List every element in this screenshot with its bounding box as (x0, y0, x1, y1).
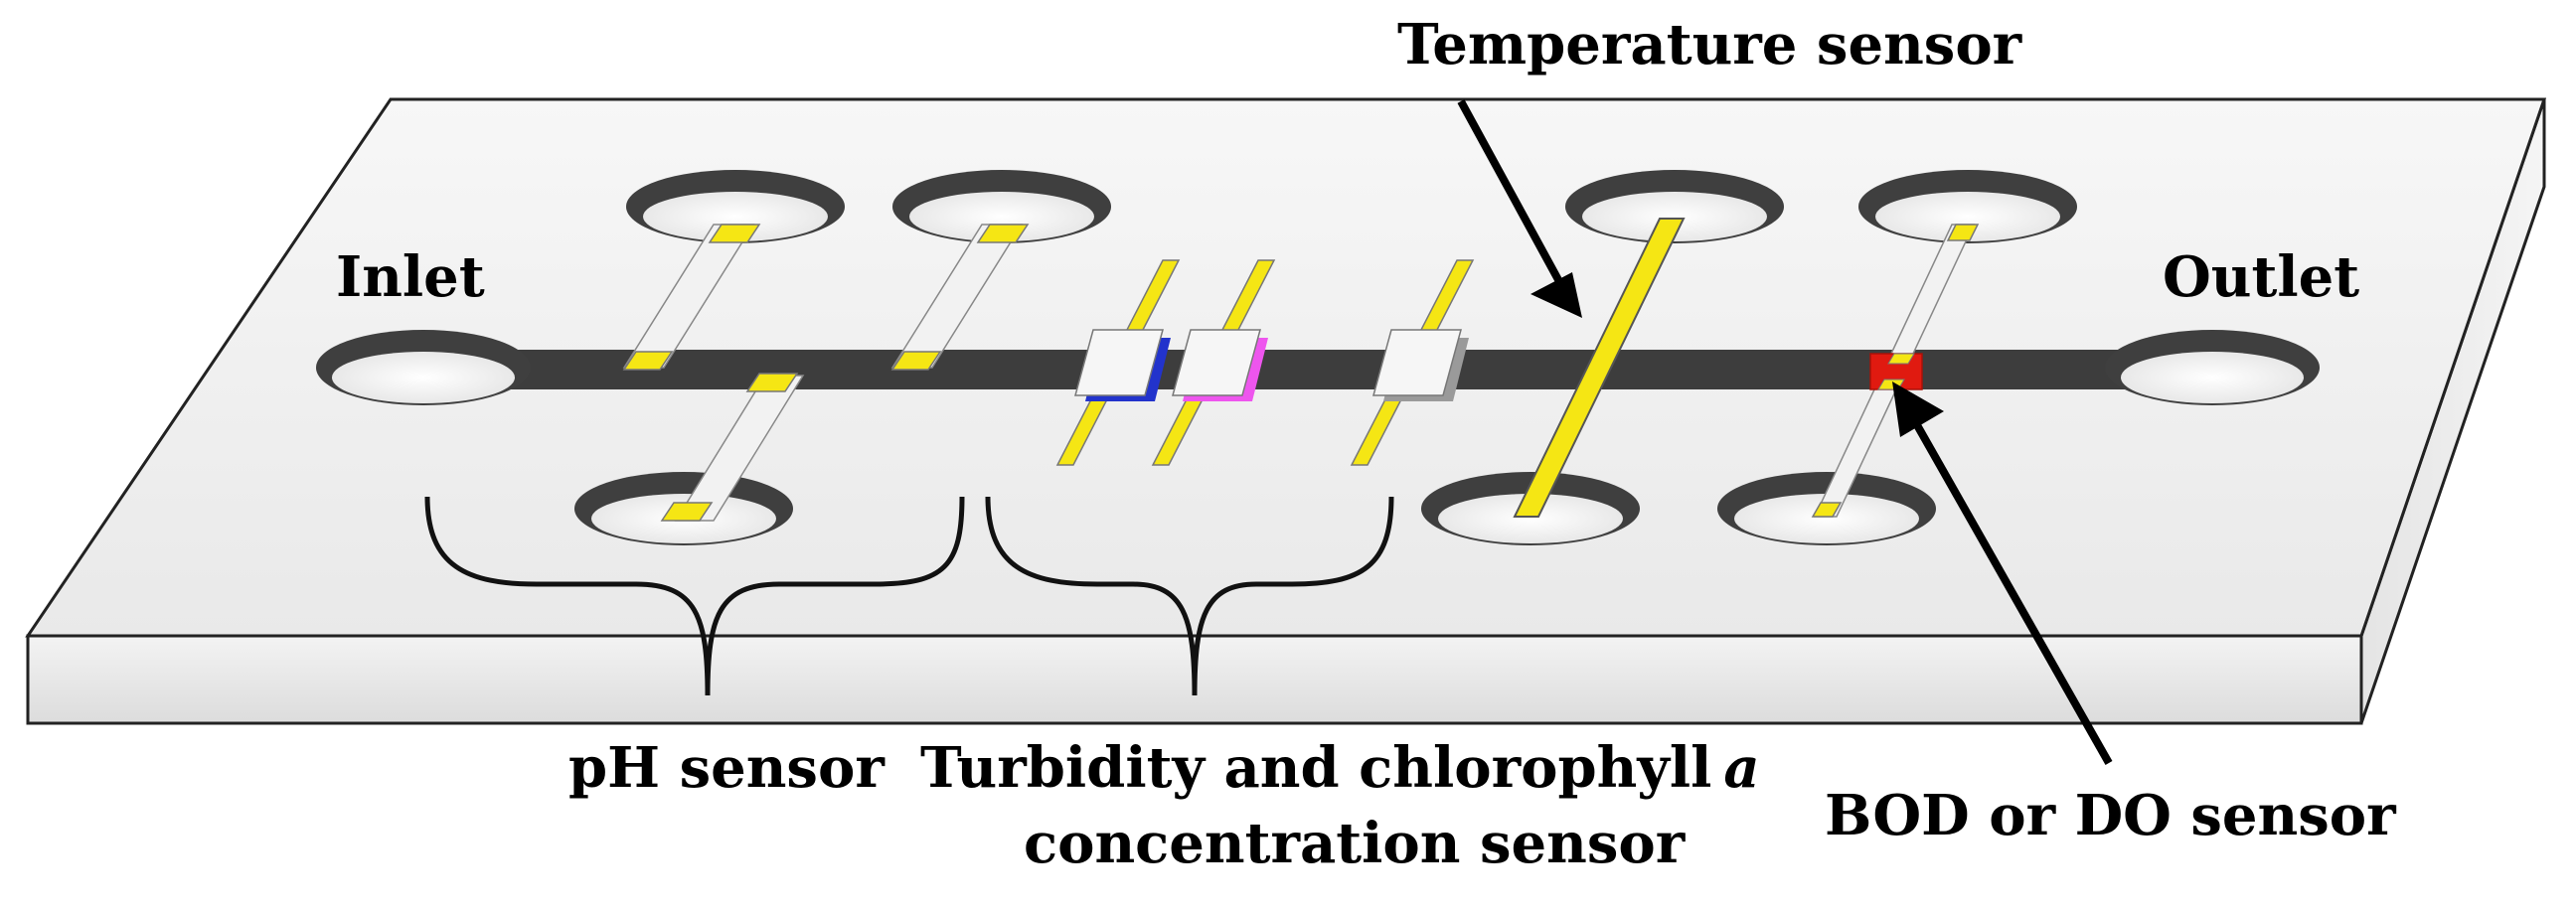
turbidity-sensor-label-line2: concentration sensor (1024, 811, 1687, 876)
ph-electrode-2-pad-bottom (890, 351, 942, 371)
ph-sensor-brace (424, 496, 965, 696)
ph-electrode-1-pad-top (708, 224, 761, 243)
bod-electrode-pad-bottom (1811, 502, 1843, 518)
bod-arrow (1892, 381, 2113, 765)
bod-sensor-label: BOD or DO sensor (1825, 783, 2397, 848)
outlet-label: Outlet (2163, 244, 2359, 310)
turbidity-sensor (1055, 259, 1475, 466)
bod-top-well (1858, 170, 2077, 243)
turbidity-window-1 (1074, 329, 1164, 396)
temperature-top-well (1565, 170, 1784, 243)
turbidity-window-2 (1172, 329, 1261, 396)
inlet-well (316, 330, 531, 405)
ph-sensor-electrodes (622, 224, 1030, 522)
ph-sensor-label: pH sensor (568, 735, 886, 801)
temperature-electrode (1513, 218, 1686, 518)
ph-electrode-3-pad-top (745, 373, 799, 392)
temperature-arrow (1457, 99, 1582, 318)
turbidity-sensor-brace (985, 496, 1394, 696)
ph-electrode-3-pad-bottom (660, 502, 714, 522)
chip-body (25, 97, 2547, 725)
chlorophyll-a-italic: a (1723, 735, 1759, 801)
ph-top-well-2 (892, 170, 1111, 243)
ph-top-well-1 (626, 170, 845, 243)
bod-electrode-pad-top (1946, 224, 1980, 241)
temperature-sensor-label: Temperature sensor (1397, 12, 2023, 77)
ph-electrode-1-pad-bottom (622, 351, 674, 371)
ph-electrode-2-pad-top (976, 224, 1030, 243)
bod-inner-pad-1 (1887, 353, 1915, 365)
turbidity-window-3 (1372, 329, 1462, 396)
outlet-well (2105, 330, 2320, 405)
inlet-label: Inlet (336, 244, 485, 310)
turbidity-label-main: Turbidity and chlorophyll (920, 735, 1711, 801)
